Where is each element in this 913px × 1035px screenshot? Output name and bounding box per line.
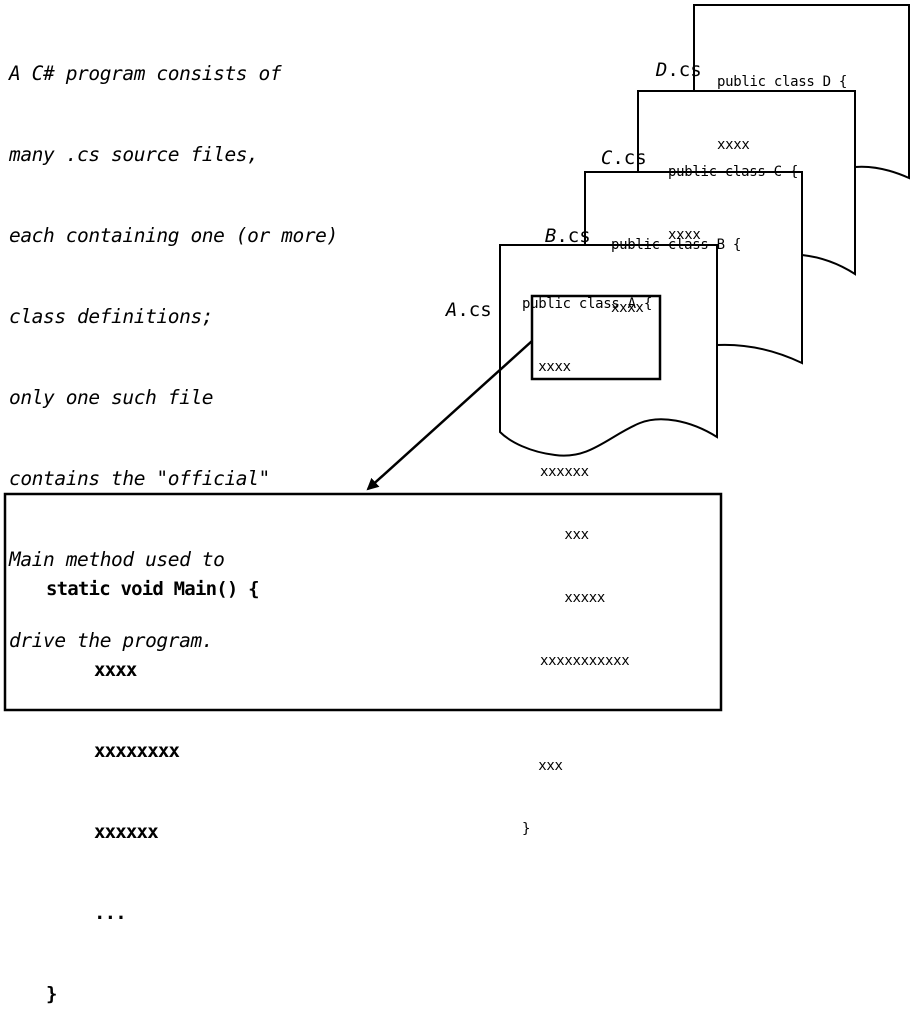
code-line: ... xyxy=(94,902,127,924)
caption-line: A C# program consists of xyxy=(9,62,282,85)
file-label-d: D.cs xyxy=(633,37,702,81)
caption-line: drive the program. xyxy=(9,629,214,652)
main-method-code: static void Main() { xxxx xxxxxxxx xxxxx… xyxy=(46,522,260,1035)
caption: A C# program consists of many .cs source… xyxy=(9,6,338,681)
main-method-box xyxy=(3,492,723,712)
code-line: } xyxy=(46,983,57,1005)
code-line: xxxxxxxx xyxy=(94,740,180,762)
file-label-ext: .cs xyxy=(457,299,492,321)
code-line: xxxxxx xyxy=(540,464,589,480)
caption-line: many .cs source files, xyxy=(9,143,259,166)
caption-line: contains the "official" xyxy=(9,467,270,490)
caption-line: each containing one (or more) xyxy=(9,224,338,247)
highlighted-code: xxxxxx xxx xxxxx xxxxxxxxxxx xyxy=(522,420,652,714)
code-line: xxxxxxxxxxx xyxy=(540,653,630,669)
code-line: xxxx xyxy=(668,227,701,243)
code-line: xxxx xyxy=(717,137,750,153)
code-line: xxxx xyxy=(94,659,137,681)
file-label-letter: D xyxy=(655,59,668,81)
code-line: xxxxxx xyxy=(94,821,159,843)
caption-line: Main method used to xyxy=(9,548,225,571)
file-label-letter: B xyxy=(544,225,557,247)
caption-line: class definitions; xyxy=(9,305,214,328)
code-line: } xyxy=(522,821,531,837)
file-label-letter: C xyxy=(600,147,613,169)
code-line: public class B { xyxy=(611,237,742,253)
file-page-a xyxy=(499,244,718,457)
file-label-c: C.cs xyxy=(578,125,647,169)
file-label-letter: A xyxy=(445,299,458,321)
code-line: xxx xyxy=(540,527,589,543)
code-line: xxxxx xyxy=(540,590,606,606)
arrow-to-main xyxy=(366,340,533,491)
file-label-a: A.cs xyxy=(423,277,492,321)
caption-line: only one such file xyxy=(9,386,214,409)
file-code-b: public class B { xxxx xyxy=(611,193,741,340)
diagram-canvas xyxy=(3,4,910,712)
code-line: static void Main() { xyxy=(46,578,260,600)
file-code-c: public class C { xxxx xyxy=(668,120,798,267)
file-code-d: public class D { xxxx xyxy=(717,30,847,177)
code-line: xxxx xyxy=(611,300,644,316)
main-method-highlight xyxy=(530,294,662,381)
file-label-b: B.cs xyxy=(522,203,591,247)
file-label-ext: .cs xyxy=(612,147,647,169)
file-label-ext: .cs xyxy=(556,225,591,247)
code-line: xxx xyxy=(522,758,563,774)
file-code-a: public class A { xxxx xxxxxx xxx xxxxx x… xyxy=(522,252,652,861)
code-line: xxxx xyxy=(522,359,571,375)
code-line: public class A { xyxy=(522,296,653,312)
code-line: public class D { xyxy=(717,74,848,90)
code-line: public class C { xyxy=(668,164,799,180)
file-label-ext: .cs xyxy=(667,59,702,81)
